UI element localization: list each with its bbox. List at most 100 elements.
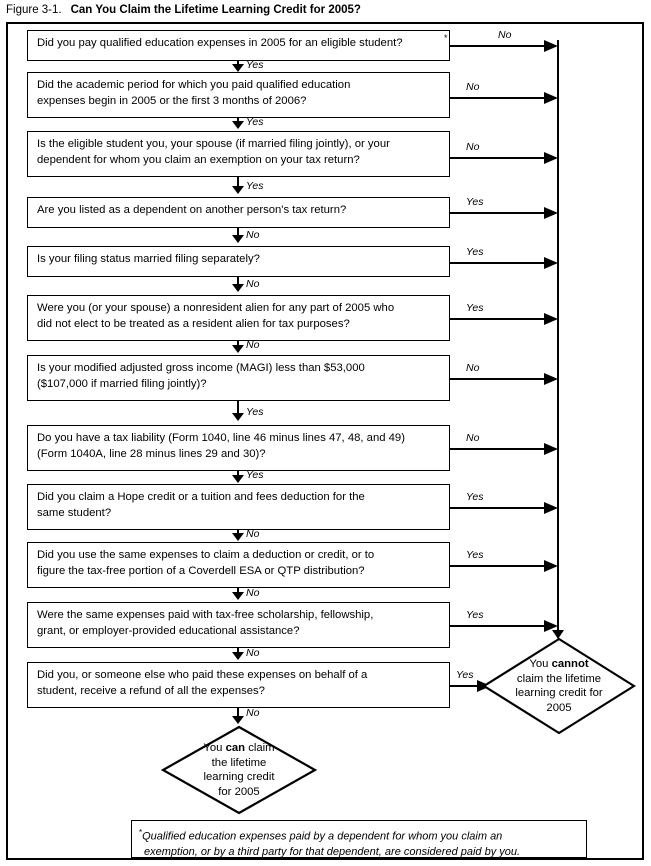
- footnote-line-2: exemption, or by a third party for that …: [144, 845, 521, 858]
- connector-line-9-10: [237, 530, 239, 535]
- arrowhead-down-4: [232, 235, 244, 243]
- arrowhead-right-9: [544, 502, 558, 514]
- question-text-line-1: Did you claim a Hope credit or a tuition…: [37, 491, 365, 503]
- arrowhead-right-8: [544, 443, 558, 455]
- question-text-line-1: Were the same expenses paid with tax-fre…: [37, 609, 374, 621]
- connector-label-5-6: No: [246, 278, 260, 290]
- branch-line-8: [450, 448, 550, 450]
- outcome-line-1: You cannot: [529, 658, 589, 670]
- connector-line-2-3: [237, 118, 239, 123]
- connector-label-6-7: No: [246, 339, 260, 351]
- connector-line-1-2: [237, 61, 239, 66]
- branch-label-9: Yes: [466, 491, 484, 503]
- connector-label-11-12: No: [246, 647, 260, 659]
- question-box-9[interactable]: Did you claim a Hope credit or a tuition…: [27, 484, 450, 530]
- connector-label-10-11: No: [246, 587, 260, 599]
- question-text-line-1: Is your modified adjusted gross income (…: [37, 362, 365, 374]
- arrowhead-down-10: [232, 592, 244, 600]
- outcome-line-4: for 2005: [218, 785, 260, 798]
- connector-label-1-2: Yes: [246, 59, 264, 71]
- branch-line-3: [450, 157, 550, 159]
- outcome-can-text: You can claim the lifetime learning cred…: [162, 726, 316, 814]
- question-box-6[interactable]: Were you (or your spouse) a nonresident …: [27, 295, 450, 341]
- branch-label-6: Yes: [466, 302, 484, 314]
- footnote-marker-icon: *: [444, 33, 448, 43]
- arrowhead-right-10: [544, 560, 558, 572]
- figure-number: Figure 3-1.: [6, 4, 62, 16]
- diamond-shape-icon: [481, 637, 637, 735]
- branch-label-5: Yes: [466, 246, 484, 258]
- branch-line-1: [450, 45, 550, 47]
- arrowhead-right-6: [544, 313, 558, 325]
- branch-line-2: [450, 97, 550, 99]
- branch-label-3: No: [466, 141, 480, 153]
- question-box-11[interactable]: Were the same expenses paid with tax-fre…: [27, 602, 450, 648]
- arrowhead-down-3: [232, 186, 244, 194]
- question-text-line-2: ($107,000 if married filing jointly)?: [37, 377, 207, 390]
- question-text-line-1: Were you (or your spouse) a nonresident …: [37, 302, 395, 314]
- question-text-line-2: grant, or employer-provided educational …: [37, 624, 300, 637]
- arrowhead-down-2: [232, 121, 244, 129]
- connector-line-4-5: [237, 228, 239, 238]
- question-text-line-2: figure the tax-free portion of a Coverde…: [37, 564, 365, 577]
- connector-line-11-12: [237, 648, 239, 655]
- connector-label-4-5: No: [246, 229, 260, 241]
- branch-label-8: No: [466, 432, 480, 444]
- question-box-8[interactable]: Do you have a tax liability (Form 1040, …: [27, 425, 450, 471]
- arrowhead-down-11: [232, 652, 244, 660]
- arrowhead-down-1: [232, 64, 244, 72]
- branch-line-10: [450, 565, 550, 567]
- arrowhead-down-12: [232, 716, 244, 724]
- question-box-1[interactable]: Did you pay qualified education expenses…: [27, 30, 450, 61]
- outcome-line-1: You can claim: [203, 742, 275, 754]
- arrowhead-down-8: [232, 475, 244, 483]
- connector-line-3-4: [237, 177, 239, 189]
- question-text-line-2: expenses begin in 2005 or the first 3 mo…: [37, 94, 307, 107]
- branch-line-4: [450, 212, 550, 214]
- connector-label-7-8: Yes: [246, 406, 264, 418]
- footnote-line-1: *Qualified education expenses paid by a …: [139, 825, 580, 845]
- figure-title: Can You Claim the Lifetime Learning Cred…: [70, 4, 361, 16]
- arrowhead-down-7: [232, 413, 244, 421]
- arrowhead-down-9: [232, 533, 244, 541]
- outcome-line-2: claim the lifetime: [516, 672, 602, 685]
- footnote-text-1: Qualified education expenses paid by a d…: [142, 830, 503, 843]
- question-box-5[interactable]: Is your filing status married filing sep…: [27, 246, 450, 277]
- emphasis-can: can: [225, 742, 246, 754]
- connector-label-12-can: No: [246, 707, 260, 719]
- question-box-7[interactable]: Is your modified adjusted gross income (…: [27, 355, 450, 401]
- outcome-line-2: the lifetime: [211, 756, 267, 769]
- connector-line-8-9: [237, 471, 239, 477]
- question-text-line-2: did not elect to be treated as a residen…: [37, 317, 350, 330]
- question-box-10[interactable]: Did you use the same expenses to claim a…: [27, 542, 450, 588]
- branch-label-11: Yes: [466, 609, 484, 621]
- branch-line-5: [450, 262, 550, 264]
- question-text-line-2: dependent for whom you claim an exemptio…: [37, 153, 360, 166]
- question-box-3[interactable]: Is the eligible student you, your spouse…: [27, 131, 450, 177]
- branch-line-6: [450, 318, 550, 320]
- question-box-4[interactable]: Are you listed as a dependent on another…: [27, 197, 450, 228]
- question-box-2[interactable]: Did the academic period for which you pa…: [27, 72, 450, 118]
- emphasis-cannot: cannot: [551, 658, 589, 670]
- question-text: Did you pay qualified education expenses…: [37, 37, 403, 49]
- arrowhead-down-rail: [552, 630, 564, 639]
- collector-rail: [557, 40, 559, 638]
- branch-line-11: [450, 625, 550, 627]
- arrowhead-down-6: [232, 345, 244, 353]
- question-text-line-2: (Form 1040A, line 28 minus lines 29 and …: [37, 447, 266, 460]
- connector-label-9-10: No: [246, 528, 260, 540]
- branch-line-12: [450, 685, 483, 687]
- branch-label-4: Yes: [466, 196, 484, 208]
- branch-label-10: Yes: [466, 549, 484, 561]
- outcome-can-diamond: You can claim the lifetime learning cred…: [160, 725, 318, 815]
- branch-label-2: No: [466, 81, 480, 93]
- footnote-box: *Qualified education expenses paid by a …: [131, 820, 587, 858]
- outcome-cannot-diamond: You cannot claim the lifetime learning c…: [481, 637, 637, 735]
- branch-line-9: [450, 507, 550, 509]
- outcome-line-3: learning credit: [203, 771, 275, 783]
- question-box-12[interactable]: Did you, or someone else who paid these …: [27, 662, 450, 708]
- question-text-line-1: Did the academic period for which you pa…: [37, 79, 351, 91]
- question-text-line-2: same student?: [37, 506, 112, 519]
- question-text-line-1: Did you use the same expenses to claim a…: [37, 549, 375, 561]
- connector-label-2-3: Yes: [246, 116, 264, 128]
